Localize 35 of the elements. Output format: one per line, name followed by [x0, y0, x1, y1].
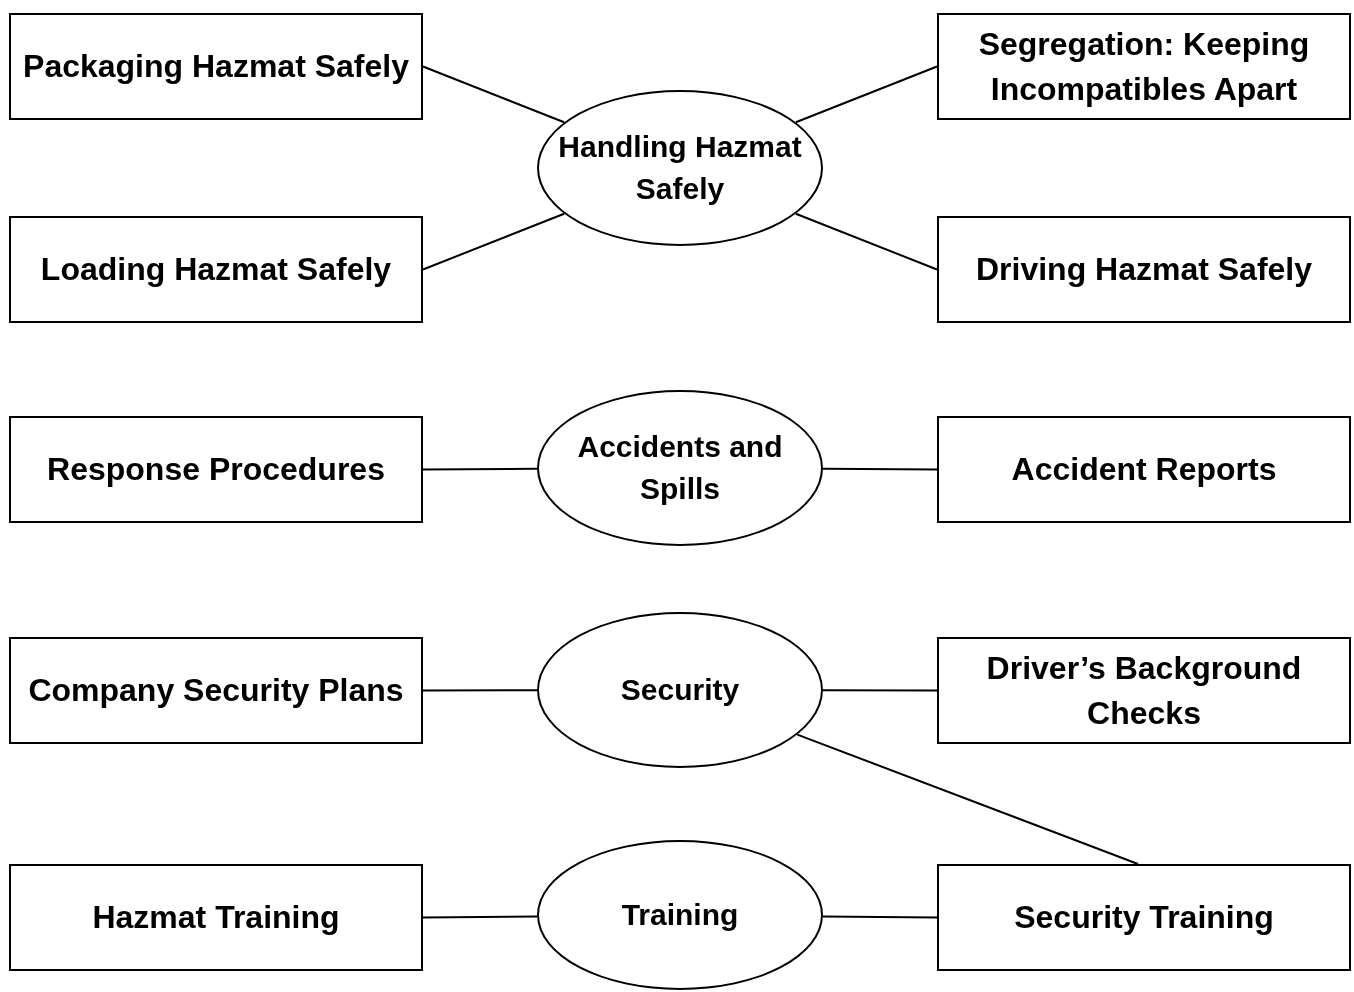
connector-line [422, 65, 566, 124]
subtopic-box [9, 637, 423, 744]
connector-line [422, 689, 538, 692]
node-text: Training [621, 897, 739, 933]
connector-line [422, 212, 566, 271]
node-text: Segregation: Keeping Incompatibles Apart [977, 24, 1311, 109]
node-text: Driving Hazmat Safely [975, 250, 1313, 290]
node-text: Hazmat Training [92, 898, 340, 938]
node-text: Driver’s Background Checks [985, 648, 1303, 733]
connector-line [794, 65, 938, 124]
subtopic-box [937, 216, 1351, 323]
subtopic-box [937, 864, 1351, 971]
node-text: Handling Hazmat Safely [557, 129, 803, 207]
subtopic-box [9, 416, 423, 523]
subtopic-box [937, 13, 1351, 120]
subtopic-box [9, 216, 423, 323]
connector-line [422, 467, 538, 471]
node-text: Accidents and Spills [576, 429, 784, 507]
connector-line [822, 689, 938, 692]
node-text: Accident Reports [1011, 450, 1277, 490]
node-text: Security [620, 672, 740, 708]
node-text: Security Training [1014, 898, 1274, 938]
connector-line [422, 915, 538, 919]
subtopic-box [937, 637, 1351, 744]
connector-line [794, 212, 938, 271]
connector-line [796, 733, 1139, 865]
node-text: Loading Hazmat Safely [40, 250, 392, 290]
node-text: Packaging Hazmat Safely [23, 47, 409, 87]
node-text: Company Security Plans [28, 671, 404, 711]
subtopic-box [937, 416, 1351, 523]
connector-line [822, 467, 938, 471]
node-text: Response Procedures [47, 450, 385, 490]
connector-line [822, 915, 938, 919]
subtopic-box [9, 13, 423, 120]
subtopic-box [9, 864, 423, 971]
